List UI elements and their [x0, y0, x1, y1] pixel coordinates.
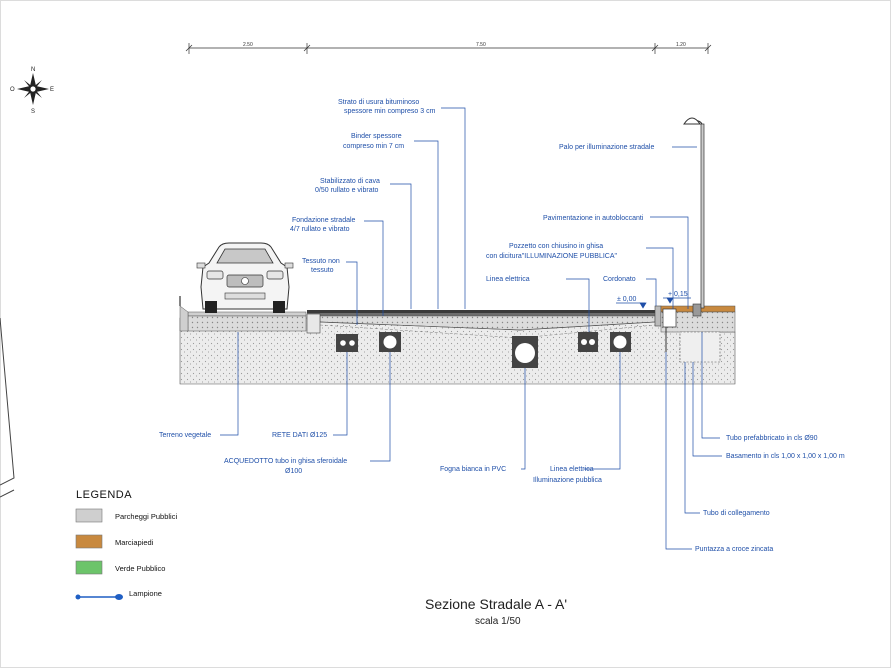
- drawing-title: Sezione Stradale A - A': [425, 596, 567, 612]
- legend-label-marciapiedi: Marciapiedi: [115, 538, 154, 547]
- legend: LEGENDA Parcheggi Pubblici Marciapiedi V…: [75, 489, 177, 600]
- car-illustration: [196, 242, 294, 313]
- label-stabilizzato-1: Stabilizzato di cava: [320, 178, 380, 185]
- compass-east: E: [50, 87, 54, 93]
- leader-lines: [220, 107, 722, 550]
- level-markers: [616, 297, 691, 309]
- legend-swatch-parcheggi: [75, 508, 103, 523]
- compass-west: O: [10, 87, 15, 93]
- legend-label-verde: Verde Pubblico: [115, 564, 165, 573]
- label-tessuto-2: tessuto: [311, 267, 334, 274]
- dimension-right: 1.20: [676, 42, 686, 48]
- label-strato-usura-1: Strato di usura bituminoso: [338, 99, 419, 106]
- label-linea-elettrica-top: Linea elettrica: [486, 276, 530, 283]
- plan-fragment: [0, 317, 15, 498]
- label-fondazione-1: Fondazione stradale: [292, 217, 356, 224]
- road-layers: [179, 303, 736, 363]
- dimension-center: 7.50: [476, 42, 486, 48]
- label-binder-2: compreso min 7 cm: [343, 143, 404, 150]
- label-cordonato: Cordonato: [603, 276, 636, 283]
- label-fogna: Fogna bianca in PVC: [440, 466, 506, 473]
- compass-south: S: [31, 109, 35, 115]
- label-tubo-collegamento: Tubo di collegamento: [703, 510, 770, 517]
- label-acquedotto-2: Ø100: [285, 468, 302, 475]
- label-pozzetto-2: con dicitura"ILLUMINAZIONE PUBBLICA": [486, 253, 618, 260]
- label-stabilizzato-2: 0/50 rullato e vibrato: [315, 187, 379, 194]
- legend-swatch-verde: [75, 560, 103, 575]
- label-pavimentazione: Pavimentazione in autobloccanti: [543, 215, 644, 222]
- label-fondazione-2: 4/7 rullato e vibrato: [290, 226, 350, 233]
- label-binder-1: Binder spessore: [351, 133, 402, 140]
- label-palo: Palo per illuminazione stradale: [559, 144, 654, 151]
- compass-north: N: [31, 67, 35, 73]
- dimension-line: [185, 43, 712, 54]
- label-strato-usura-2: spessore min compreso 3 cm: [344, 108, 436, 115]
- compass-rose-icon: N S E O: [10, 67, 54, 115]
- dimension-left: 2.50: [243, 42, 253, 48]
- drawing-scale: scala 1/50: [475, 616, 521, 627]
- label-tessuto-1: Tessuto non: [302, 258, 340, 265]
- legend-label-lampione: Lampione: [129, 589, 162, 598]
- label-tubo-prefabbricato: Tubo prefabbricato in cls Ø90: [726, 435, 818, 442]
- label-acquedotto-1: ACQUEDOTTO tubo in ghisa sferoidale: [224, 458, 347, 465]
- level-road: ± 0,00: [617, 296, 637, 303]
- street-lamp-illustration: [683, 117, 705, 309]
- label-puntazza: Puntazza a croce zincata: [695, 546, 773, 553]
- lampione-icon: [75, 594, 123, 600]
- utility-pipes: [336, 332, 631, 368]
- level-sidewalk: + 0,15: [668, 291, 688, 298]
- legend-swatch-marciapiedi: [75, 534, 103, 549]
- label-rete-dati: RETE DATI Ø125: [272, 432, 327, 439]
- label-linea-ill-1: Linea elettrica: [550, 466, 594, 473]
- legend-title: LEGENDA: [76, 489, 132, 501]
- label-terreno: Terreno vegetale: [159, 432, 211, 439]
- legend-label-parcheggi: Parcheggi Pubblici: [115, 512, 177, 521]
- label-pozzetto-1: Pozzetto con chiusino in ghisa: [509, 243, 603, 250]
- label-basamento: Basamento in cls 1,00 x 1,00 x 1,00 m: [726, 453, 845, 460]
- label-linea-ill-2: Illuminazione pubblica: [533, 477, 602, 484]
